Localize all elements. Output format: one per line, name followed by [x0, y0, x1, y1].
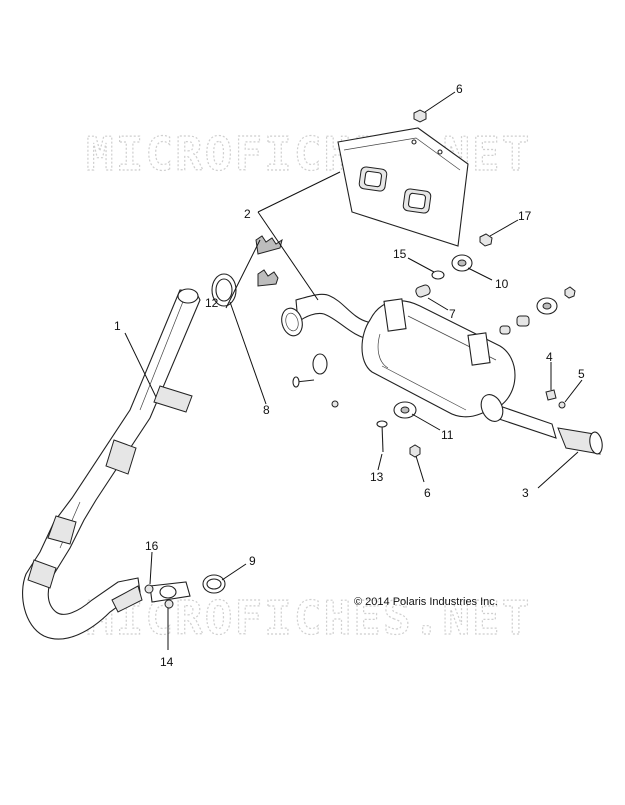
- gasket-8: [211, 273, 237, 307]
- svg-text:5: 5: [578, 367, 585, 381]
- nut-bottom: [409, 444, 421, 458]
- callout-2: 2: [244, 171, 341, 301]
- copyright-text: © 2014 Polaris Industries Inc.: [354, 596, 498, 608]
- bolt-13: [376, 420, 388, 453]
- stud-16: [144, 584, 154, 594]
- svg-text:12: 12: [205, 296, 219, 310]
- svg-text:11: 11: [441, 428, 454, 442]
- grommet-10: [451, 254, 473, 272]
- callout-9: 9: [221, 554, 256, 581]
- callout-5: 5: [564, 367, 585, 403]
- gasket-9: [202, 574, 226, 594]
- svg-text:16: 16: [145, 539, 159, 553]
- screw-5: [558, 401, 566, 409]
- callout-16: 16: [145, 539, 159, 585]
- svg-text:15: 15: [393, 247, 407, 261]
- spring-lower: [257, 269, 279, 287]
- nut-right: [564, 286, 576, 299]
- callout-17: 17: [489, 209, 532, 237]
- svg-text:17: 17: [518, 209, 532, 223]
- callout-7: 7: [427, 297, 456, 321]
- svg-text:4: 4: [546, 350, 553, 364]
- heat-shield: [337, 127, 469, 247]
- callout-4: 4: [546, 350, 553, 390]
- callout-11: 11: [411, 413, 454, 442]
- spring-upper: [255, 235, 283, 255]
- svg-text:6: 6: [424, 486, 431, 500]
- svg-text:7: 7: [449, 307, 456, 321]
- callout-8: 8: [229, 301, 270, 417]
- spacer-7: [415, 284, 431, 298]
- shield-bolt: [479, 233, 493, 247]
- grommet-right: [536, 297, 558, 315]
- callout-3: 3: [522, 451, 579, 500]
- grommet-11: [393, 401, 417, 419]
- svg-text:9: 9: [249, 554, 256, 568]
- callout-12: 12: [205, 239, 261, 310]
- svg-text:1: 1: [114, 319, 121, 333]
- muffler: [281, 293, 557, 439]
- flange: [149, 581, 191, 603]
- callout-1: 1: [114, 319, 157, 398]
- svg-text:10: 10: [495, 277, 509, 291]
- small-nut: [331, 400, 339, 408]
- spacer-small: [499, 325, 511, 335]
- nut-top: [413, 109, 427, 123]
- exhaust-tip: [557, 427, 603, 455]
- nut-14: [164, 599, 174, 609]
- callout-15: 15: [393, 247, 435, 273]
- washer-15: [431, 270, 445, 280]
- callout-13: 13: [370, 453, 384, 484]
- spacer-right: [516, 315, 530, 327]
- callout-10: 10: [467, 267, 509, 291]
- callout-6-bottom: 6: [415, 455, 431, 500]
- callout-6-top: 6: [424, 82, 463, 113]
- callout-14: 14: [160, 608, 174, 669]
- mount-bolt: [292, 353, 328, 388]
- svg-text:8: 8: [263, 403, 270, 417]
- svg-text:6: 6: [456, 82, 463, 96]
- svg-text:3: 3: [522, 486, 529, 500]
- svg-text:2: 2: [244, 207, 251, 221]
- svg-text:14: 14: [160, 655, 174, 669]
- svg-text:13: 13: [370, 470, 384, 484]
- clip-4: [545, 389, 557, 401]
